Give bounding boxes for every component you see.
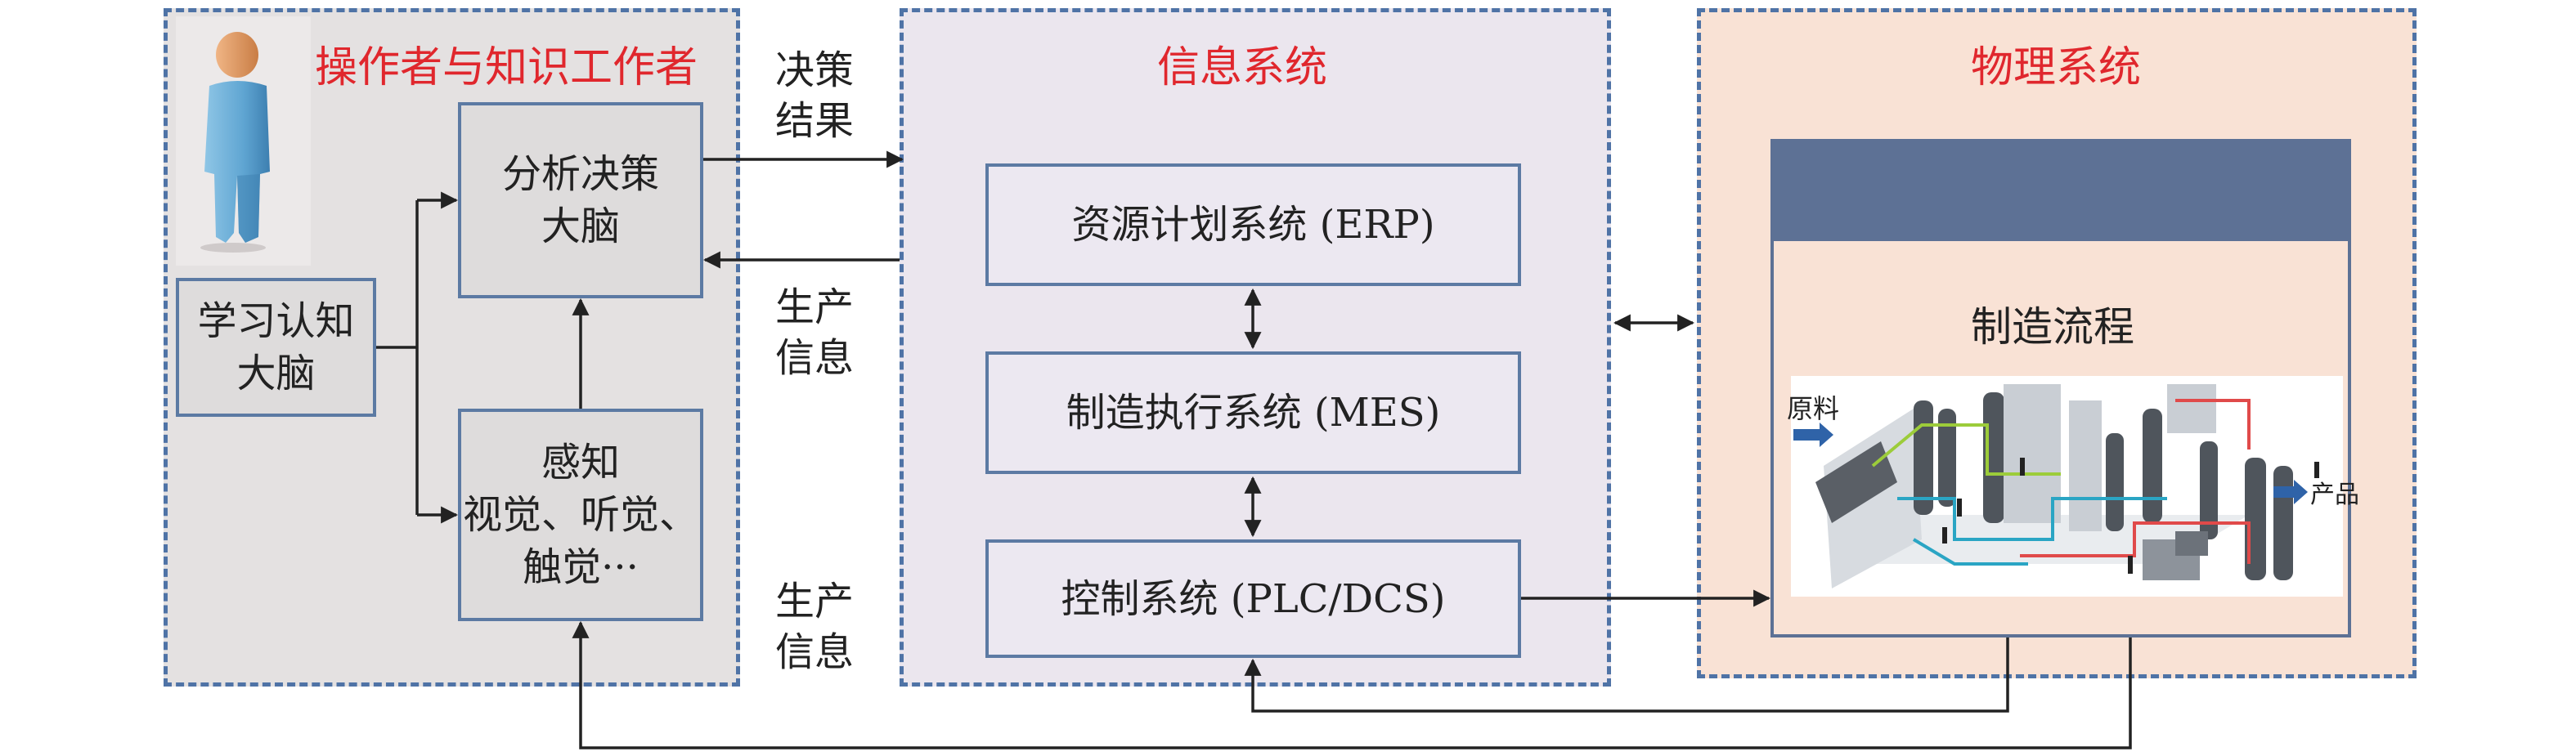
raw-material-label: 原料 xyxy=(1787,393,1840,424)
process-header-bar xyxy=(1770,139,2351,241)
production-info-label-upper: 生产 信息 xyxy=(775,284,855,381)
product-arrow-icon xyxy=(2273,480,2308,504)
physical-system-title: 物理系统 xyxy=(1971,43,2142,92)
process-feedback-to-control-arrow xyxy=(1244,637,2009,713)
process-feedback-to-perception-arrow xyxy=(572,620,2132,749)
analysis-decision-brain-box: 分析决策 大脑 xyxy=(458,102,703,298)
factory-illustration xyxy=(1791,376,2343,597)
mes-system-box: 制造执行系统 (MES) xyxy=(985,351,1521,474)
erp-system-box: 资源计划系统 (ERP) xyxy=(985,163,1521,286)
learning-cognition-brain-box: 学习认知 大脑 xyxy=(176,278,376,417)
perception-box: 感知 视觉、听觉、 触觉··· xyxy=(458,409,703,621)
production-info-label-lower: 生产 信息 xyxy=(775,579,855,675)
person-icon xyxy=(200,32,270,253)
decision-result-label: 决策 结果 xyxy=(775,47,855,144)
raw-material-arrow-icon xyxy=(1793,423,1833,447)
operator-panel-title: 操作者与知识工作者 xyxy=(315,43,698,92)
control-system-box: 控制系统 (PLC/DCS) xyxy=(985,539,1521,658)
information-system-title: 信息系统 xyxy=(1157,43,1328,92)
product-label: 产品 xyxy=(2310,481,2359,509)
manufacturing-process-label: 制造流程 xyxy=(1971,303,2134,351)
